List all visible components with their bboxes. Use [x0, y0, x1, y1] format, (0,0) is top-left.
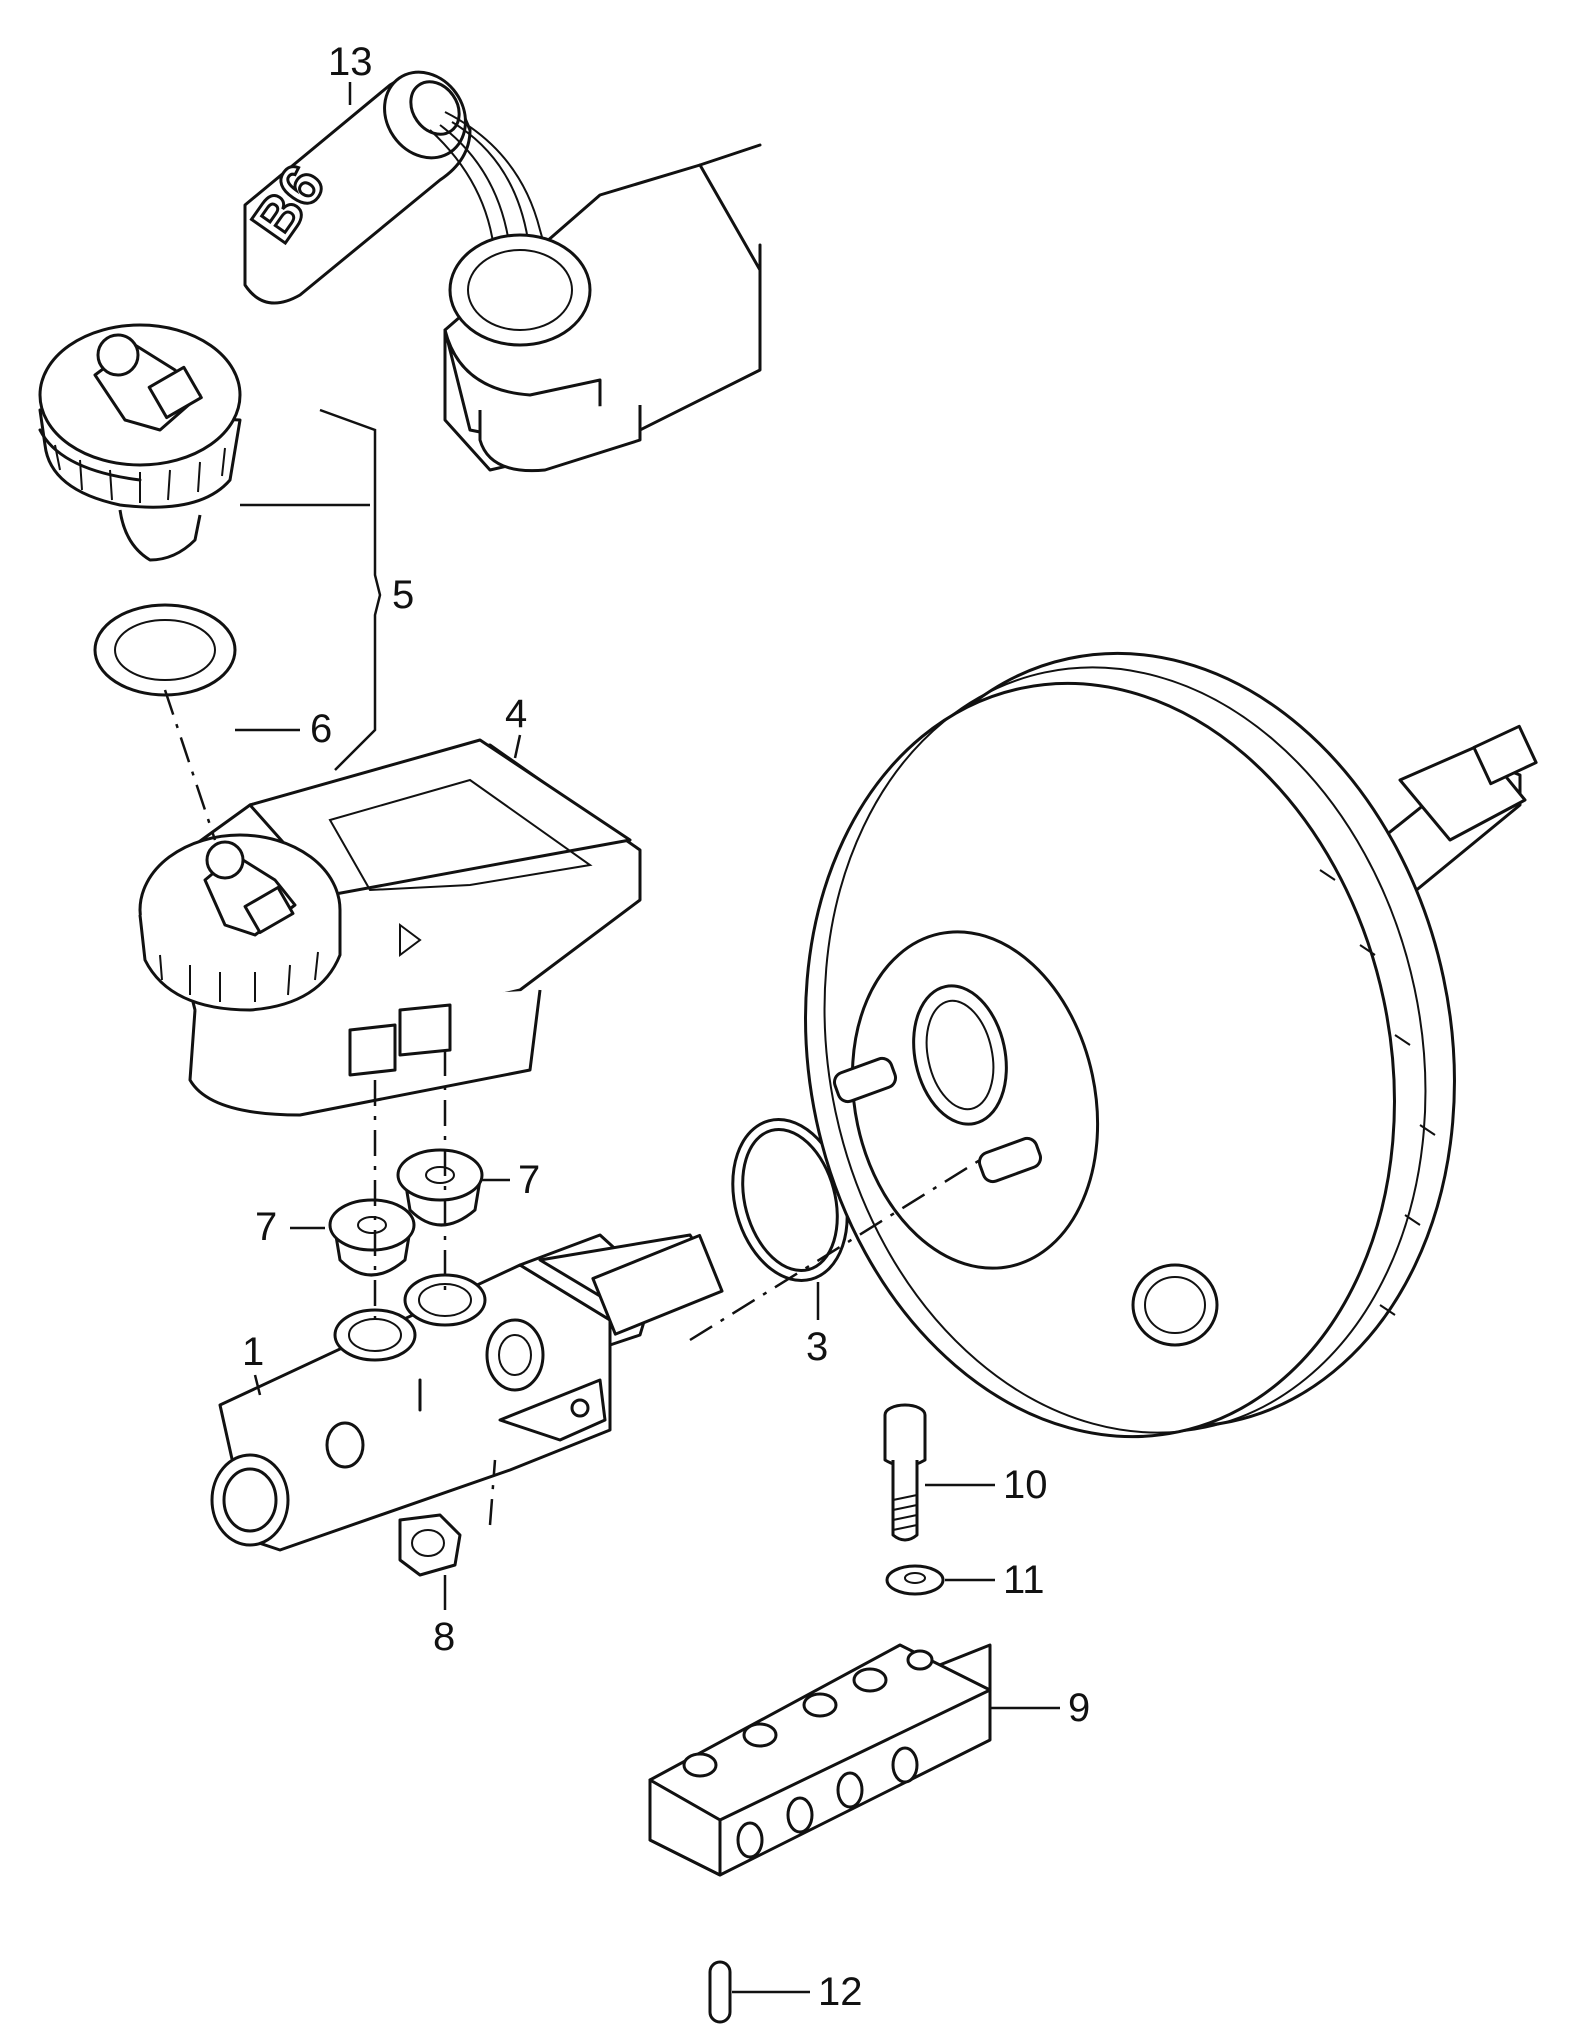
leader-1 — [253, 1374, 262, 1396]
assembly-centerlines — [163, 689, 981, 1526]
brake-fluid-bottle: B6 — [237, 70, 472, 305]
callout-11: 11 — [1003, 1558, 1045, 1602]
leader-4 — [513, 734, 522, 759]
callout-8: 8 — [433, 1615, 455, 1659]
dowel-pin — [708, 1960, 732, 2024]
callout-7a: 7 — [255, 1205, 277, 1249]
callout-1: 1 — [242, 1330, 264, 1374]
callout-9: 9 — [1068, 1686, 1090, 1730]
grommet-upper — [396, 1148, 484, 1227]
distribution-block — [648, 1643, 992, 1877]
callout-12: 12 — [818, 1970, 863, 2014]
washer — [885, 1564, 945, 1596]
callout-7b: 7 — [518, 1158, 540, 1202]
reservoir-fill-neck — [443, 143, 762, 473]
o-ring-seal — [731, 1118, 849, 1282]
grommet-lower — [328, 1198, 416, 1277]
master-cylinder — [210, 1233, 724, 1552]
callout-5: 5 — [392, 573, 414, 617]
callout-6: 6 — [310, 707, 332, 751]
reservoir-cap-assembly — [38, 323, 242, 697]
fluid-reservoir — [138, 738, 642, 1117]
brake-booster — [804, 651, 1538, 1439]
callout-10: 10 — [1003, 1463, 1048, 1507]
booster-studs — [832, 1056, 1043, 1184]
callout-13: 13 — [328, 40, 373, 84]
hex-nut — [398, 1513, 462, 1577]
socket-head-bolt — [883, 1403, 927, 1542]
callout-3: 3 — [806, 1325, 828, 1369]
bracket-5 — [319, 408, 382, 771]
callout-4: 4 — [505, 692, 527, 736]
